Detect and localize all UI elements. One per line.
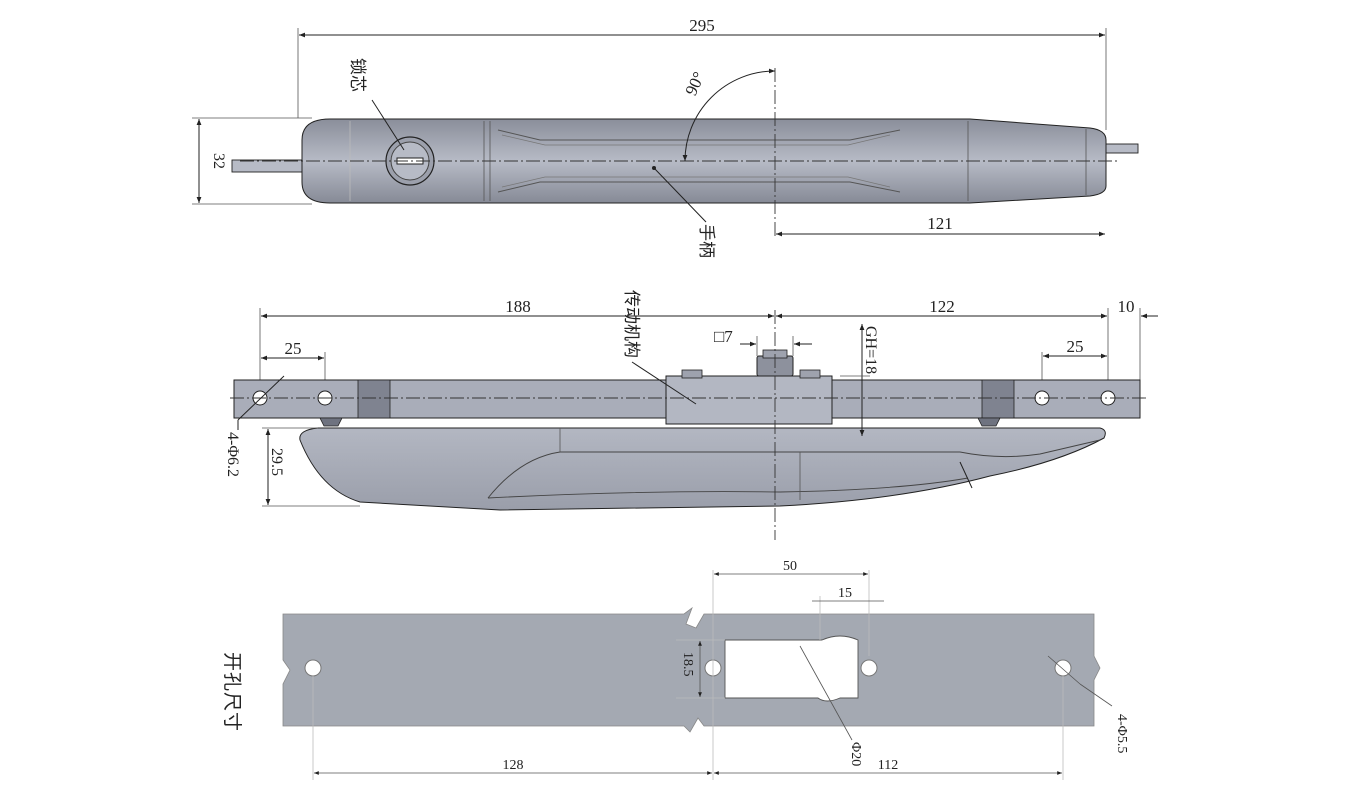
handle-grooves [497, 129, 901, 193]
cut-width: 50 [783, 559, 797, 574]
cut-offset: 15 [838, 586, 852, 601]
side-handle [299, 427, 1106, 511]
shaft-right [1103, 143, 1139, 154]
top-view: 295 32 90° [192, 16, 1139, 258]
rotation-arc [682, 68, 776, 162]
dim-left-hole-pitch: 25 [285, 339, 302, 358]
right-pitch: 112 [878, 758, 898, 773]
dim-end-gap: 10 [1118, 297, 1135, 316]
dim-left-span: 188 [505, 297, 531, 316]
dim-overall-length: 295 [689, 16, 715, 35]
gh-height: GH=18 [862, 326, 879, 374]
arc-diameter: Φ20 [848, 742, 863, 766]
dim-right-offset: 121 [927, 214, 953, 233]
cut-height: 18.5 [680, 652, 695, 677]
mechanism-label: 传动机构 [622, 290, 641, 358]
cutout-view: 开孔尺寸 50 15 18.5 Φ20 [221, 559, 1129, 780]
square-drive-size: □7 [714, 327, 733, 346]
side-hole-spec: 4-Φ6.2 [224, 432, 241, 477]
drive-mechanism [665, 375, 833, 425]
cutout-opening [724, 635, 859, 702]
side-view: 188 122 10 25 25 [224, 290, 1158, 540]
shaft-left [231, 159, 303, 173]
cutout-title: 开孔尺寸 [221, 652, 243, 732]
handle-label: 手柄 [697, 224, 716, 258]
rotation-angle: 90° [681, 69, 708, 99]
dim-right-span: 122 [929, 297, 955, 316]
cutout-hole-spec: 4-Φ5.5 [1114, 714, 1129, 753]
dim-height: 32 [210, 153, 227, 169]
handle-depth: 29.5 [268, 448, 285, 476]
lock-core-label: 锁芯 [348, 58, 367, 92]
dim-right-hole-pitch: 25 [1067, 337, 1084, 356]
left-pitch: 128 [503, 758, 524, 773]
